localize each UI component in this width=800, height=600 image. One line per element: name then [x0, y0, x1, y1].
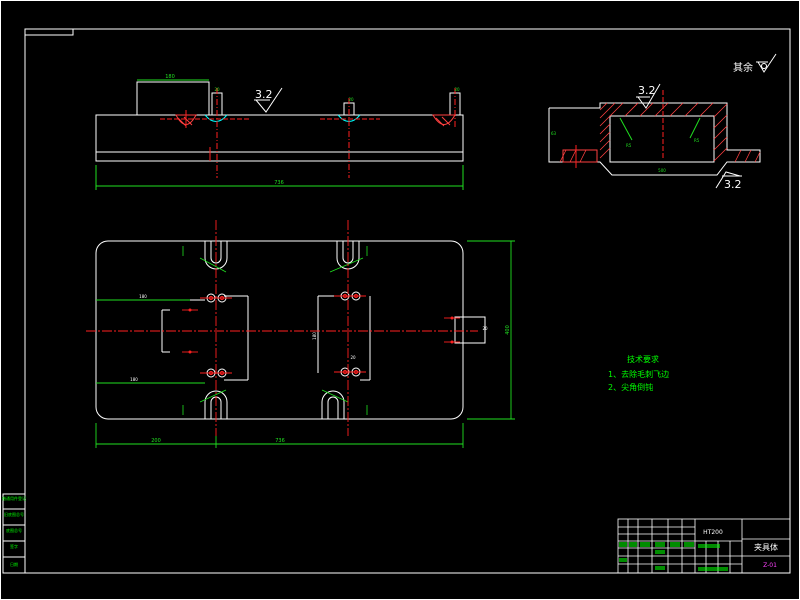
front-hole-dim: 20 — [214, 87, 220, 92]
plan-right-bracket-dim: 180 — [312, 332, 317, 340]
title-material: HT200 — [703, 529, 723, 536]
title-part-name: 夹具体 — [754, 542, 778, 552]
strip-label-1: 借通用件登记 — [2, 495, 26, 501]
surface-finish-text: 其余 — [733, 61, 753, 74]
section-height-dim: 63 — [551, 131, 557, 136]
section-width-dim: 500 — [658, 168, 666, 173]
front-hole-right-dim: 20 — [454, 87, 460, 92]
left-binding-strip: 借通用件登记 旧底图总号 底图总号 签字 日期 — [2, 493, 26, 574]
plan-slot-width-dim: 20 — [482, 326, 488, 331]
strip-label-4: 签字 — [10, 543, 18, 549]
strip-label-3: 底图总号 — [6, 527, 22, 533]
section-view: 63 500 R5 R5 3.2 3.2 — [548, 83, 761, 191]
surface-finish-note: 其余 — [733, 53, 777, 74]
front-length-dim: 736 — [274, 180, 284, 186]
tech-requirement-1: 1、去除毛刺飞边 — [608, 369, 669, 379]
front-roughness: 3.2 — [255, 88, 273, 101]
plan-left-bracket-dim: 180 — [130, 377, 138, 382]
plan-left-offset-dim: 200 — [151, 438, 161, 444]
strip-label-5: 日期 — [10, 561, 18, 567]
section-roughness-bottom: 3.2 — [724, 178, 742, 191]
front-hole-mid-dim: 20 — [348, 97, 354, 102]
front-view: 736 180 20 20 20 3.2 — [95, 74, 464, 190]
front-boss-dim: 180 — [165, 74, 175, 80]
section-roughness-top: 3.2 — [638, 84, 656, 97]
tech-requirements: 技术要求 1、去除毛刺飞边 2、尖角倒钝 — [608, 354, 669, 392]
tech-requirements-title: 技术要求 — [627, 354, 659, 364]
tech-requirement-2: 2、尖角倒钝 — [608, 382, 653, 392]
plan-height-dim: 400 — [505, 325, 511, 335]
title-drawing-number: Z-01 — [763, 562, 777, 569]
strip-label-2: 旧底图总号 — [4, 511, 24, 517]
title-block-cell-fills — [619, 542, 728, 571]
plan-view: 200 736 400 180 180 180 20 20 — [86, 220, 515, 448]
section-radius-right: R5 — [694, 138, 700, 143]
section-radius-left: R5 — [626, 143, 632, 148]
plan-hole-pitch-dim: 180 — [139, 294, 147, 299]
plan-length-dim: 736 — [275, 438, 285, 444]
plan-small-dim: 20 — [350, 355, 356, 360]
